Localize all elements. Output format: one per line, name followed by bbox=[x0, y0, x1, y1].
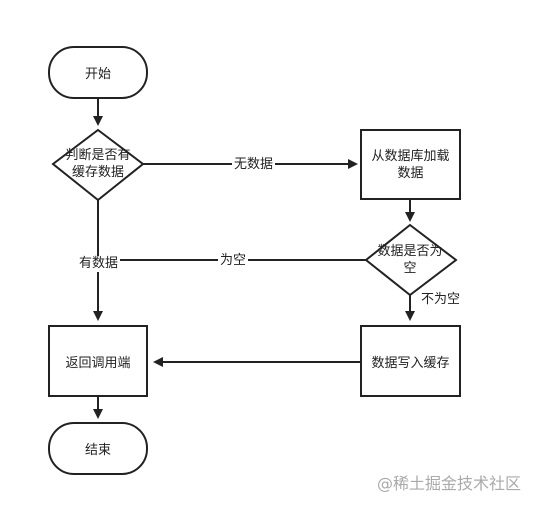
watermark-text: @稀土掘金技术社区 bbox=[377, 474, 522, 493]
return-caller-node: 返回调用端 bbox=[48, 325, 148, 397]
edge-label-is-empty: 为空 bbox=[218, 253, 249, 269]
edge-label-has-data: 有数据 bbox=[77, 256, 121, 272]
edge-label-no-data: 无数据 bbox=[232, 157, 276, 173]
start-node-label: 开始 bbox=[84, 67, 111, 82]
load-db-node: 从数据库加载 数据 bbox=[360, 129, 461, 200]
check-cache-diamond bbox=[51, 128, 145, 202]
write-cache-node-label: 数据写入缓存 bbox=[371, 355, 450, 371]
data-empty-diamond bbox=[364, 223, 458, 297]
data-empty-label: 数据是否为 空 bbox=[377, 244, 443, 276]
load-db-node-label: 从数据库加载 数据 bbox=[371, 148, 450, 181]
check-cache-label: 判断是否有 缓存数据 bbox=[65, 148, 131, 180]
write-cache-node: 数据写入缓存 bbox=[360, 325, 461, 397]
edge-label-not-empty: 不为空 bbox=[419, 292, 463, 308]
return-caller-node-label: 返回调用端 bbox=[65, 355, 131, 371]
start-node: 开始 bbox=[48, 46, 148, 99]
end-node: 结束 bbox=[48, 422, 148, 475]
end-node-label: 结束 bbox=[84, 443, 111, 458]
